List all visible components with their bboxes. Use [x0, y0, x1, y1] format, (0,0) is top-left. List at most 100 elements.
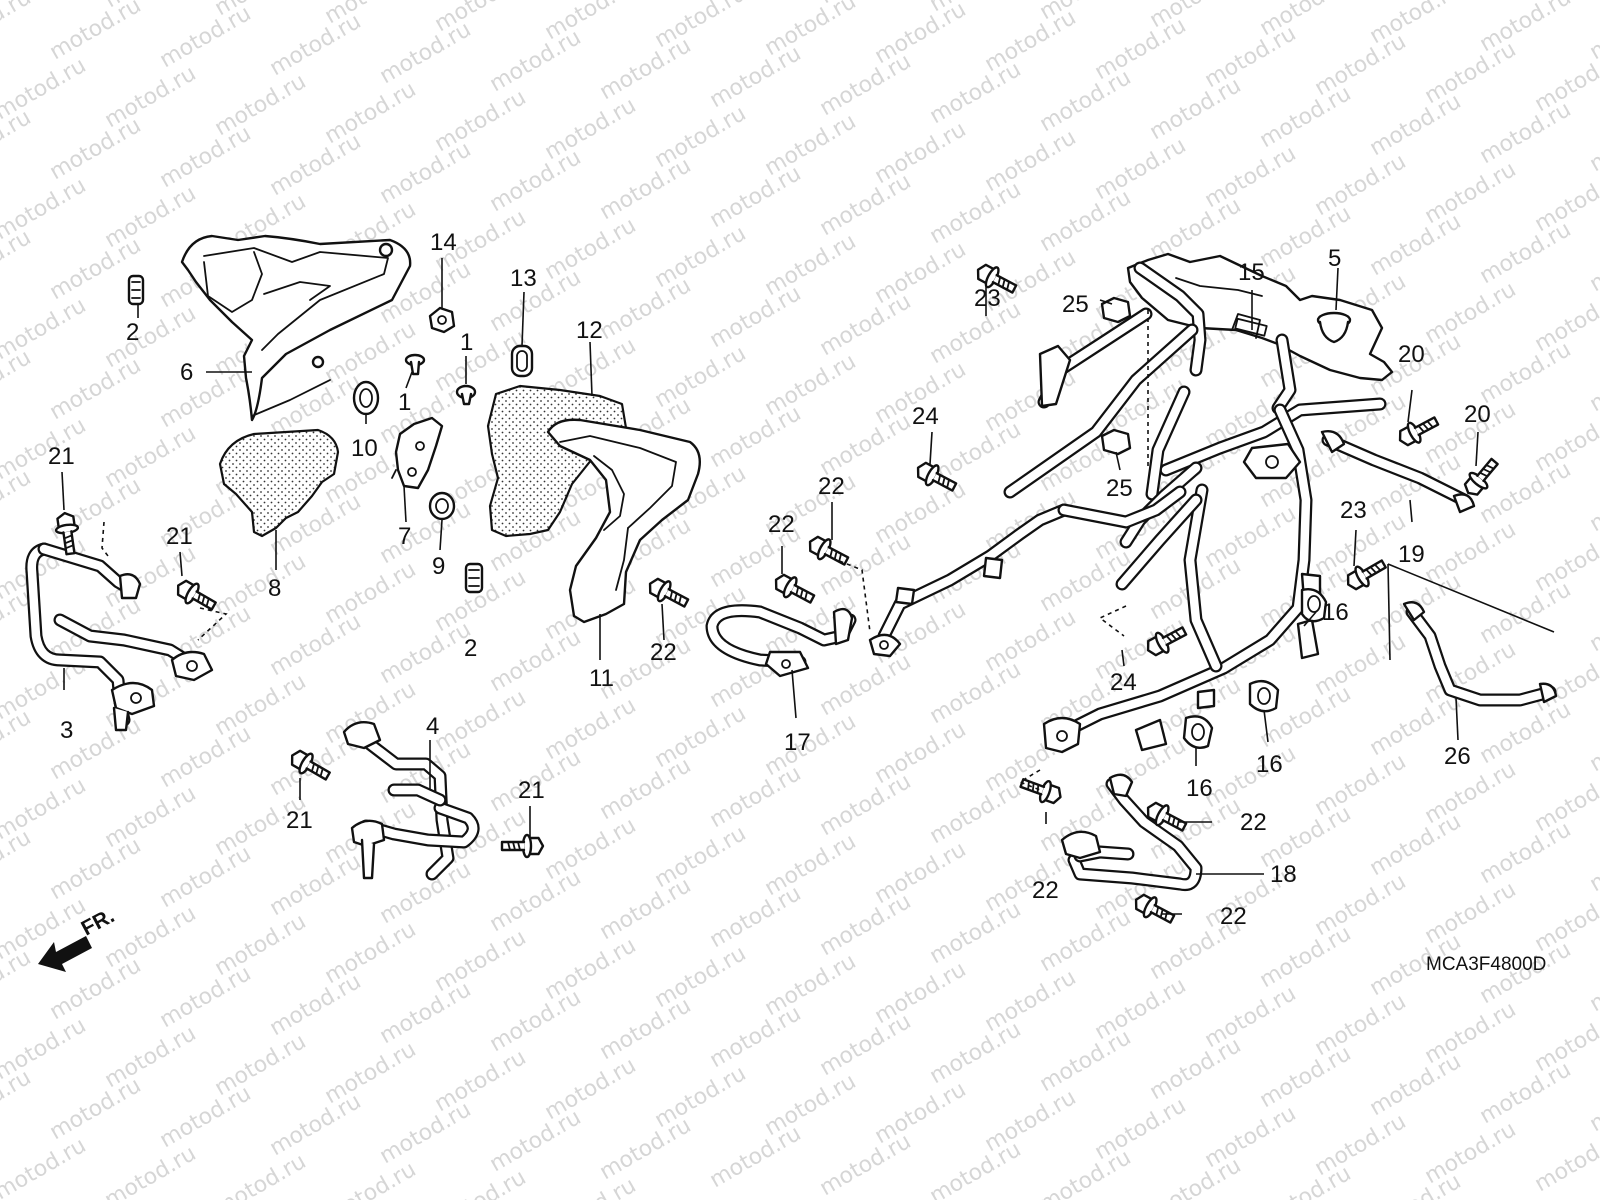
- watermark-text: motod.ru: [1146, 73, 1246, 145]
- part-4-guard-tube: [342, 721, 480, 881]
- watermark-text: motod.ru: [816, 649, 916, 721]
- callout-2: 2: [126, 319, 139, 346]
- callout-22: 22: [650, 639, 677, 666]
- watermark-text: motod.ru: [926, 897, 1026, 969]
- callout-9: 9: [432, 553, 445, 580]
- watermark-text: motod.ru: [1256, 1161, 1356, 1200]
- watermark-text: motod.ru: [266, 609, 366, 681]
- watermark-text: motod.ru: [1476, 337, 1576, 409]
- watermark-text: motod.ru: [1476, 217, 1576, 289]
- watermark-text: motod.ru: [266, 849, 366, 921]
- watermark-text: motod.ru: [321, 1157, 421, 1200]
- watermark-text: motod.ru: [1586, 105, 1600, 177]
- callout-7: 7: [398, 523, 411, 550]
- leader-lines: [61, 258, 1555, 915]
- part-22-bolt-c: [803, 530, 853, 572]
- callout-25: 25: [1062, 291, 1089, 318]
- watermark-text: motod.ru: [376, 17, 476, 89]
- part-19-brace: [1320, 430, 1476, 514]
- watermark-text: motod.ru: [1586, 0, 1600, 65]
- watermark-text: motod.ru: [156, 1, 256, 73]
- callout-24: 24: [912, 403, 939, 430]
- watermark-text: motod.ru: [1586, 825, 1600, 897]
- watermark-text: motod.ru: [1476, 817, 1576, 889]
- watermark-text: motod.ru: [816, 169, 916, 241]
- callout-16: 16: [1322, 599, 1349, 626]
- callout-3: 3: [60, 717, 73, 744]
- watermark-text: motod.ru: [266, 129, 366, 201]
- watermark-text: motod.ru: [0, 945, 35, 1017]
- watermark-text: motod.ru: [816, 289, 916, 361]
- callout-1: 1: [398, 389, 411, 416]
- callout-10: 10: [351, 435, 378, 462]
- watermark-text: motod.ru: [486, 145, 586, 217]
- watermark-text: motod.ru: [1586, 705, 1600, 777]
- watermark-text: motod.ru: [156, 121, 256, 193]
- callout-22: 22: [768, 511, 795, 538]
- watermark-text: motod.ru: [596, 873, 696, 945]
- watermark-text: motod.ru: [376, 617, 476, 689]
- watermark-text: motod.ru: [376, 1097, 476, 1169]
- watermark-text: motod.ru: [1531, 1125, 1600, 1197]
- watermark-text: motod.ru: [0, 105, 35, 177]
- watermark-text: motod.ru: [486, 625, 586, 697]
- part-16-mount-c: [1182, 715, 1214, 749]
- watermark-text: motod.ru: [816, 1129, 916, 1200]
- callout-20: 20: [1464, 401, 1491, 428]
- watermark-text: motod.ru: [596, 33, 696, 105]
- watermark-text: motod.ru: [1476, 697, 1576, 769]
- watermark-text: motod.ru: [46, 0, 146, 65]
- part-25-nut-b: [1100, 428, 1132, 456]
- watermark-text: motod.ru: [596, 273, 696, 345]
- watermark-text: motod.ru: [926, 1017, 1026, 1089]
- callout-25: 25: [1106, 475, 1133, 502]
- callout-17: 17: [784, 729, 811, 756]
- part-18-guard-tube: [1060, 773, 1203, 892]
- part-22-bolt-a: [643, 572, 693, 614]
- callout-21: 21: [518, 777, 545, 804]
- watermark-text: motod.ru: [706, 1001, 806, 1073]
- watermark-text: motod.ru: [46, 113, 146, 185]
- watermark-text: motod.ru: [46, 353, 146, 425]
- part-2-grommet-upper: [127, 274, 145, 306]
- watermark-text: motod.ru: [1586, 345, 1600, 417]
- watermark-text: motod.ru: [0, 705, 35, 777]
- watermark-text: motod.ru: [706, 881, 806, 953]
- callout-6: 6: [180, 359, 193, 386]
- watermark-text: motod.ru: [1586, 945, 1600, 1017]
- part-21-bolt-b: [171, 574, 221, 617]
- watermark-text: motod.ru: [1366, 209, 1466, 281]
- watermark-text: motod.ru: [1586, 465, 1600, 537]
- callout-labels: 1 1 2 2 3 4 5 6 7 8 9 10 11 12 13 14 15 …: [48, 229, 1491, 930]
- watermark-text: motod.ru: [0, 1133, 90, 1200]
- callout-8: 8: [268, 575, 281, 602]
- callout-1: 1: [460, 329, 473, 356]
- watermark-text: motod.ru: [376, 137, 476, 209]
- watermark-text: motod.ru: [0, 345, 35, 417]
- watermark-text: motod.ru: [1366, 1169, 1466, 1200]
- part-22-bolt-b: [769, 568, 819, 610]
- callout-14: 14: [430, 229, 457, 256]
- callout-22: 22: [1240, 809, 1267, 836]
- watermark-text: motod.ru: [596, 153, 696, 225]
- part-16-mount-a: [1300, 588, 1328, 623]
- watermark-text: motod.ru: [816, 769, 916, 841]
- watermark-text: motod.ru: [706, 161, 806, 233]
- callout-21: 21: [286, 807, 313, 834]
- part-20-bolt-b: [1458, 453, 1505, 502]
- part-17-bracket: [705, 604, 857, 678]
- watermark-text: motod.ru: [486, 865, 586, 937]
- part-1-screw-b: [455, 384, 477, 406]
- callout-18: 18: [1270, 861, 1297, 888]
- watermark-text: motod.ru: [46, 833, 146, 905]
- watermark-text: motod.ru: [1476, 577, 1576, 649]
- watermark-text: motod.ru: [1366, 1049, 1466, 1121]
- callout-22: 22: [1220, 903, 1247, 930]
- watermark-text: motod.ru: [0, 0, 35, 57]
- front-arrow-icon: [38, 936, 92, 972]
- watermark-text: motod.ru: [1366, 809, 1466, 881]
- watermark-text: motod.ru: [486, 25, 586, 97]
- watermark-text: motod.ru: [156, 1081, 256, 1153]
- watermark-text: motod.ru: [926, 777, 1026, 849]
- callout-26: 26: [1444, 743, 1471, 770]
